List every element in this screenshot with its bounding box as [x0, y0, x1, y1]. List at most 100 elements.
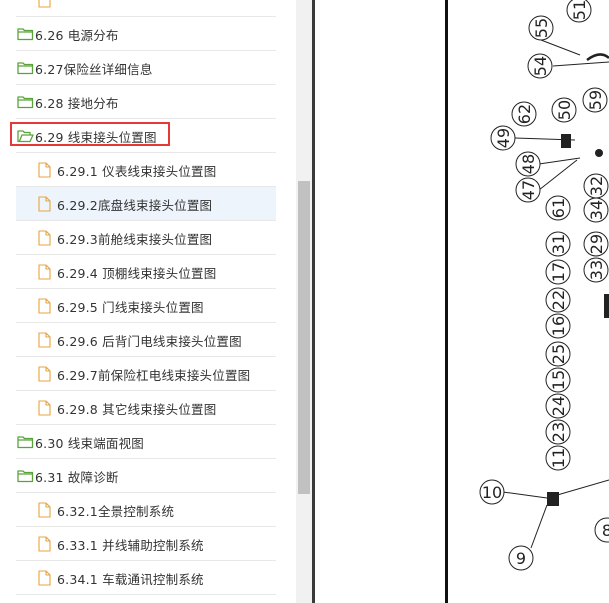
wire-line: [530, 504, 548, 549]
callout-label: 55: [528, 15, 554, 41]
callout-label: 33: [583, 257, 609, 283]
wire-line: [538, 157, 581, 165]
tree-document-item[interactable]: 6.29.5 门线束接头位置图: [16, 289, 276, 323]
document-icon: [38, 0, 51, 12]
document-icon: [38, 196, 51, 216]
callout-label: 49: [490, 125, 516, 151]
callout-label: 10: [479, 479, 505, 505]
tree-document-item[interactable]: 6.29.8 其它线束接头位置图: [16, 391, 276, 425]
tree-document-item[interactable]: 6.29.7前保险杠电线束接头位置图: [16, 357, 276, 391]
callout-label: 15: [545, 367, 571, 393]
callout-label: 29: [583, 231, 609, 257]
callout-label: 9: [508, 545, 534, 571]
tree-item-label: 6.29.1 仪表线束接头位置图: [57, 164, 217, 179]
callout-label: 48: [515, 151, 541, 177]
tree-item-label: 6.34.1 车载通讯控制系统: [57, 572, 204, 587]
tree-item-label: 6.29.3前舱线束接头位置图: [57, 232, 213, 247]
callout-label: 62: [511, 101, 537, 127]
wire-line: [538, 159, 578, 191]
scrollbar-thumb[interactable]: [298, 181, 310, 494]
tree-item-label: 6.28 接地分布: [35, 96, 119, 111]
sidebar-scrollbar[interactable]: [296, 0, 312, 603]
tree-item-label: 6.29.2底盘线束接头位置图: [57, 198, 213, 213]
tree-list: 6.26 电源分布 6.27保险丝详细信息 6.28 接地分布 6.29 线束接头位置…: [0, 0, 296, 603]
tree-document-item[interactable]: 6.34.1 车载通讯控制系统: [16, 561, 276, 595]
tree-folder-item[interactable]: 6.29 线束接头位置图: [10, 119, 276, 153]
callout-label: 51: [566, 0, 592, 23]
callout-label: 22: [545, 287, 571, 313]
svg-text:55: 55: [532, 18, 551, 38]
tree-document-item[interactable]: 6.32.1全景控制系统: [16, 493, 276, 527]
tree-document-item[interactable]: 6.29.1 仪表线束接头位置图: [16, 153, 276, 187]
document-icon: [38, 162, 51, 182]
tree-folder-item[interactable]: 6.30 线束端面视图: [16, 425, 276, 459]
tree-folder-item[interactable]: 6.31 故障诊断: [16, 459, 276, 493]
tree-item-label: 6.29.8 其它线束接头位置图: [57, 402, 217, 417]
tree-folder-item[interactable]: 6.27保险丝详细信息: [16, 51, 276, 85]
page-edge: [445, 0, 448, 603]
svg-text:8: 8: [602, 521, 609, 540]
svg-text:62: 62: [515, 104, 534, 124]
callout-label: 16: [545, 313, 571, 339]
svg-text:31: 31: [549, 234, 568, 254]
folder-open-icon: [17, 128, 34, 147]
callout-label: 59: [582, 87, 608, 113]
callout-label: 8: [594, 517, 609, 543]
tree-document-item[interactable]: 6.29.3前舱线束接头位置图: [16, 221, 276, 255]
svg-text:15: 15: [549, 370, 568, 390]
svg-text:49: 49: [494, 128, 513, 148]
svg-text:47: 47: [519, 180, 538, 200]
svg-text:54: 54: [531, 56, 550, 76]
folder-icon: [17, 94, 34, 113]
callout-label: 34: [583, 197, 609, 223]
svg-text:32: 32: [587, 176, 606, 196]
tree-document-item[interactable]: 6.35.1 车道保持控制系统: [16, 595, 276, 603]
connector-mark: [547, 492, 559, 506]
svg-text:10: 10: [482, 483, 502, 502]
tree-item-label: 6.33.1 并线辅助控制系统: [57, 538, 204, 553]
wire-line: [540, 39, 581, 56]
tree-document-item[interactable]: 6.33.1 并线辅助控制系统: [16, 527, 276, 561]
connector-mark: [561, 134, 571, 148]
tree-panel: 6.26 电源分布 6.27保险丝详细信息 6.28 接地分布 6.29 线束接头位置…: [0, 0, 296, 603]
document-icon: [38, 366, 51, 386]
svg-text:50: 50: [555, 100, 574, 120]
document-icon: [38, 400, 51, 420]
callout-label: 23: [545, 419, 571, 445]
svg-text:25: 25: [549, 344, 568, 364]
connector-mark: [604, 294, 609, 318]
tree-document-item[interactable]: 6.29.4 顶棚线束接头位置图: [16, 255, 276, 289]
callout-label: 61: [545, 195, 571, 221]
tree-folder-item[interactable]: 6.28 接地分布: [16, 85, 276, 119]
svg-text:51: 51: [570, 0, 589, 20]
folder-icon: [17, 434, 34, 453]
wire-line: [502, 491, 548, 499]
connector-mark: [595, 149, 603, 157]
tree-item-label: 6.30 线束端面视图: [35, 436, 145, 451]
document-icon: [38, 536, 51, 556]
svg-text:29: 29: [587, 234, 606, 254]
panel-divider[interactable]: [312, 0, 315, 603]
tree-item-label: 6.31 故障诊断: [35, 470, 119, 485]
callout-label: 47: [515, 177, 541, 203]
document-icon: [38, 570, 51, 590]
svg-text:9: 9: [516, 549, 526, 568]
folder-icon: [17, 26, 34, 45]
document-icon: [38, 332, 51, 352]
callout-label: 24: [545, 393, 571, 419]
tree-item-label: 6.29.7前保险杠电线束接头位置图: [57, 368, 251, 383]
tree-folder-item[interactable]: 6.26 电源分布: [16, 17, 276, 51]
callout-label: 11: [545, 445, 571, 471]
tree-document-item[interactable]: 6.29.2底盘线束接头位置图: [16, 187, 276, 221]
tree-document-item[interactable]: 6.29.6 后背门电线束接头位置图: [16, 323, 276, 357]
tree-item-label: 6.32.1全景控制系统: [57, 504, 175, 519]
tree-item-label: 6.26 电源分布: [35, 28, 119, 43]
folder-icon: [17, 468, 34, 487]
connector-mark: [586, 53, 609, 62]
tree-document-item[interactable]: [16, 0, 276, 17]
svg-text:17: 17: [549, 262, 568, 282]
tree-item-label: 6.29.5 门线束接头位置图: [57, 300, 204, 315]
svg-text:59: 59: [586, 90, 605, 110]
